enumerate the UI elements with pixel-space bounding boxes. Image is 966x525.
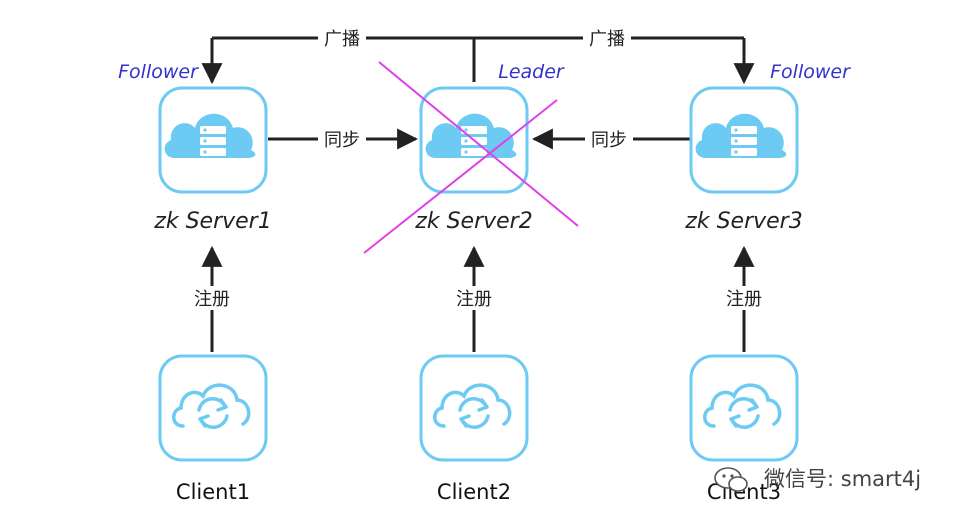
watermark-text: 微信号: smart4j [764,467,921,491]
role-label-server1: Follower [118,61,199,83]
client-node-1 [158,354,268,462]
server-label-1: zk Server1 [153,209,271,234]
client-label-1: Client1 [176,480,250,504]
register-label-1: 注册 [194,289,230,310]
sync-label-left: 同步 [324,130,360,151]
role-label-server2: Leader [498,61,565,83]
client-box-3 [689,354,799,462]
client-node-3 [689,354,799,462]
role-label-server3: Follower [770,61,851,83]
register-label-3: 注册 [726,289,762,310]
server-node-3 [689,86,799,194]
client-node-2 [419,354,529,462]
register-label-2: 注册 [456,289,492,310]
server-node-1 [158,86,268,194]
sync-label-right: 同步 [591,130,627,151]
leader-failure-cross [363,61,579,254]
broadcast-label-right: 广播 [589,29,625,50]
wechat-icon [714,467,748,492]
client-label-2: Client2 [437,480,511,504]
client-box-1 [158,354,268,462]
watermark: 微信号: smart4j [714,467,921,492]
broadcast-connector [201,36,755,85]
broadcast-label-left: 广播 [324,29,360,50]
client-box-2 [419,354,529,462]
server-label-2: zk Server2 [414,209,532,234]
server-label-3: zk Server3 [684,209,802,234]
